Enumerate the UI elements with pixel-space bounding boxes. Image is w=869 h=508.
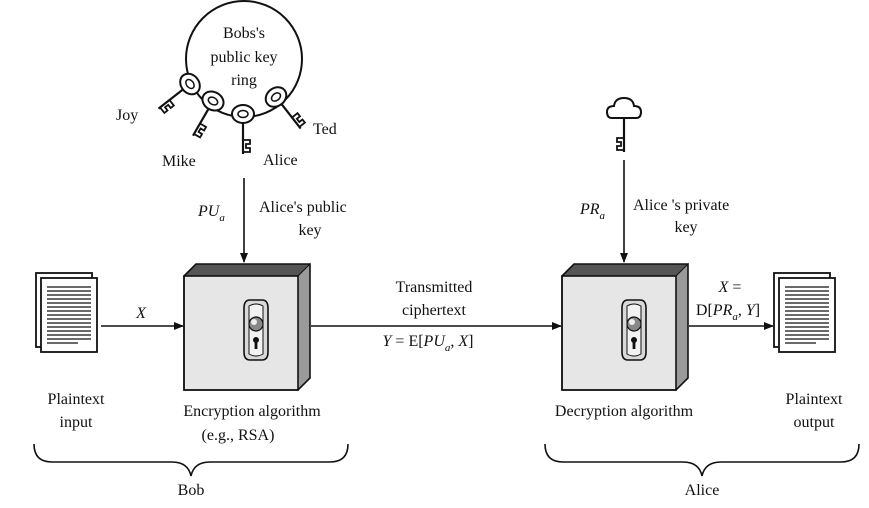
output-formula-line-1: X =: [718, 279, 742, 296]
bob-label: Bob: [178, 482, 205, 499]
key-ring-title-line-3: ring: [231, 72, 257, 89]
encryption-box: [183, 262, 311, 392]
bob-brace: [33, 443, 349, 477]
plaintext-input-label-line-1: Plaintext: [48, 391, 105, 408]
encryption-lock-icon: [243, 299, 269, 361]
private-key-icon: [605, 96, 643, 152]
plaintext-output-label-line-2: output: [794, 414, 835, 431]
private-key-label-line-2: key: [674, 219, 697, 236]
key-ring-title-line-2: public key: [210, 49, 277, 66]
decryption-lock-icon: [621, 299, 647, 361]
encryption-label-line-1: Encryption algorithm: [183, 403, 321, 420]
channel-label-line-1: Transmitted: [396, 279, 473, 296]
channel-label-line-2: ciphertext: [402, 302, 467, 319]
encryption-label-line-2: (e.g., RSA): [202, 427, 275, 444]
public-key-ring: Bobs's public key ring Joy Mike Alice Te…: [116, 0, 337, 170]
public-key-label-line-1: Alice's public: [259, 199, 347, 216]
output-formula-line-2: D[PRa, Y]: [696, 302, 760, 323]
key-label-mike: Mike: [162, 153, 196, 170]
ciphertext-formula: Y = E[PUa, X]: [383, 333, 474, 354]
private-key-label-line-1: Alice 's private: [633, 197, 729, 214]
private-key-symbol: PRa: [579, 201, 606, 222]
alice-key-icon: [230, 103, 256, 156]
plaintext-input-document-icon: [35, 272, 98, 353]
key-label-joy: Joy: [116, 107, 138, 124]
joy-key-icon: [150, 68, 205, 119]
input-arrow-label: X: [135, 305, 147, 322]
decryption-label: Decryption algorithm: [555, 403, 694, 420]
public-key-label-line-2: key: [298, 222, 321, 239]
key-label-ted: Ted: [313, 121, 337, 138]
alice-label: Alice: [685, 482, 720, 499]
plaintext-input-label-line-2: input: [60, 414, 93, 431]
key-ring-title-line-1: Bobs's: [223, 25, 265, 42]
mike-key-icon: [182, 86, 229, 143]
decryption-box: [561, 262, 689, 392]
alice-brace: [544, 443, 860, 477]
key-label-alice: Alice: [263, 152, 298, 169]
public-key-symbol: PUa: [197, 203, 225, 224]
plaintext-output-label-line-1: Plaintext: [786, 391, 843, 408]
plaintext-output-document-icon: [773, 272, 836, 353]
